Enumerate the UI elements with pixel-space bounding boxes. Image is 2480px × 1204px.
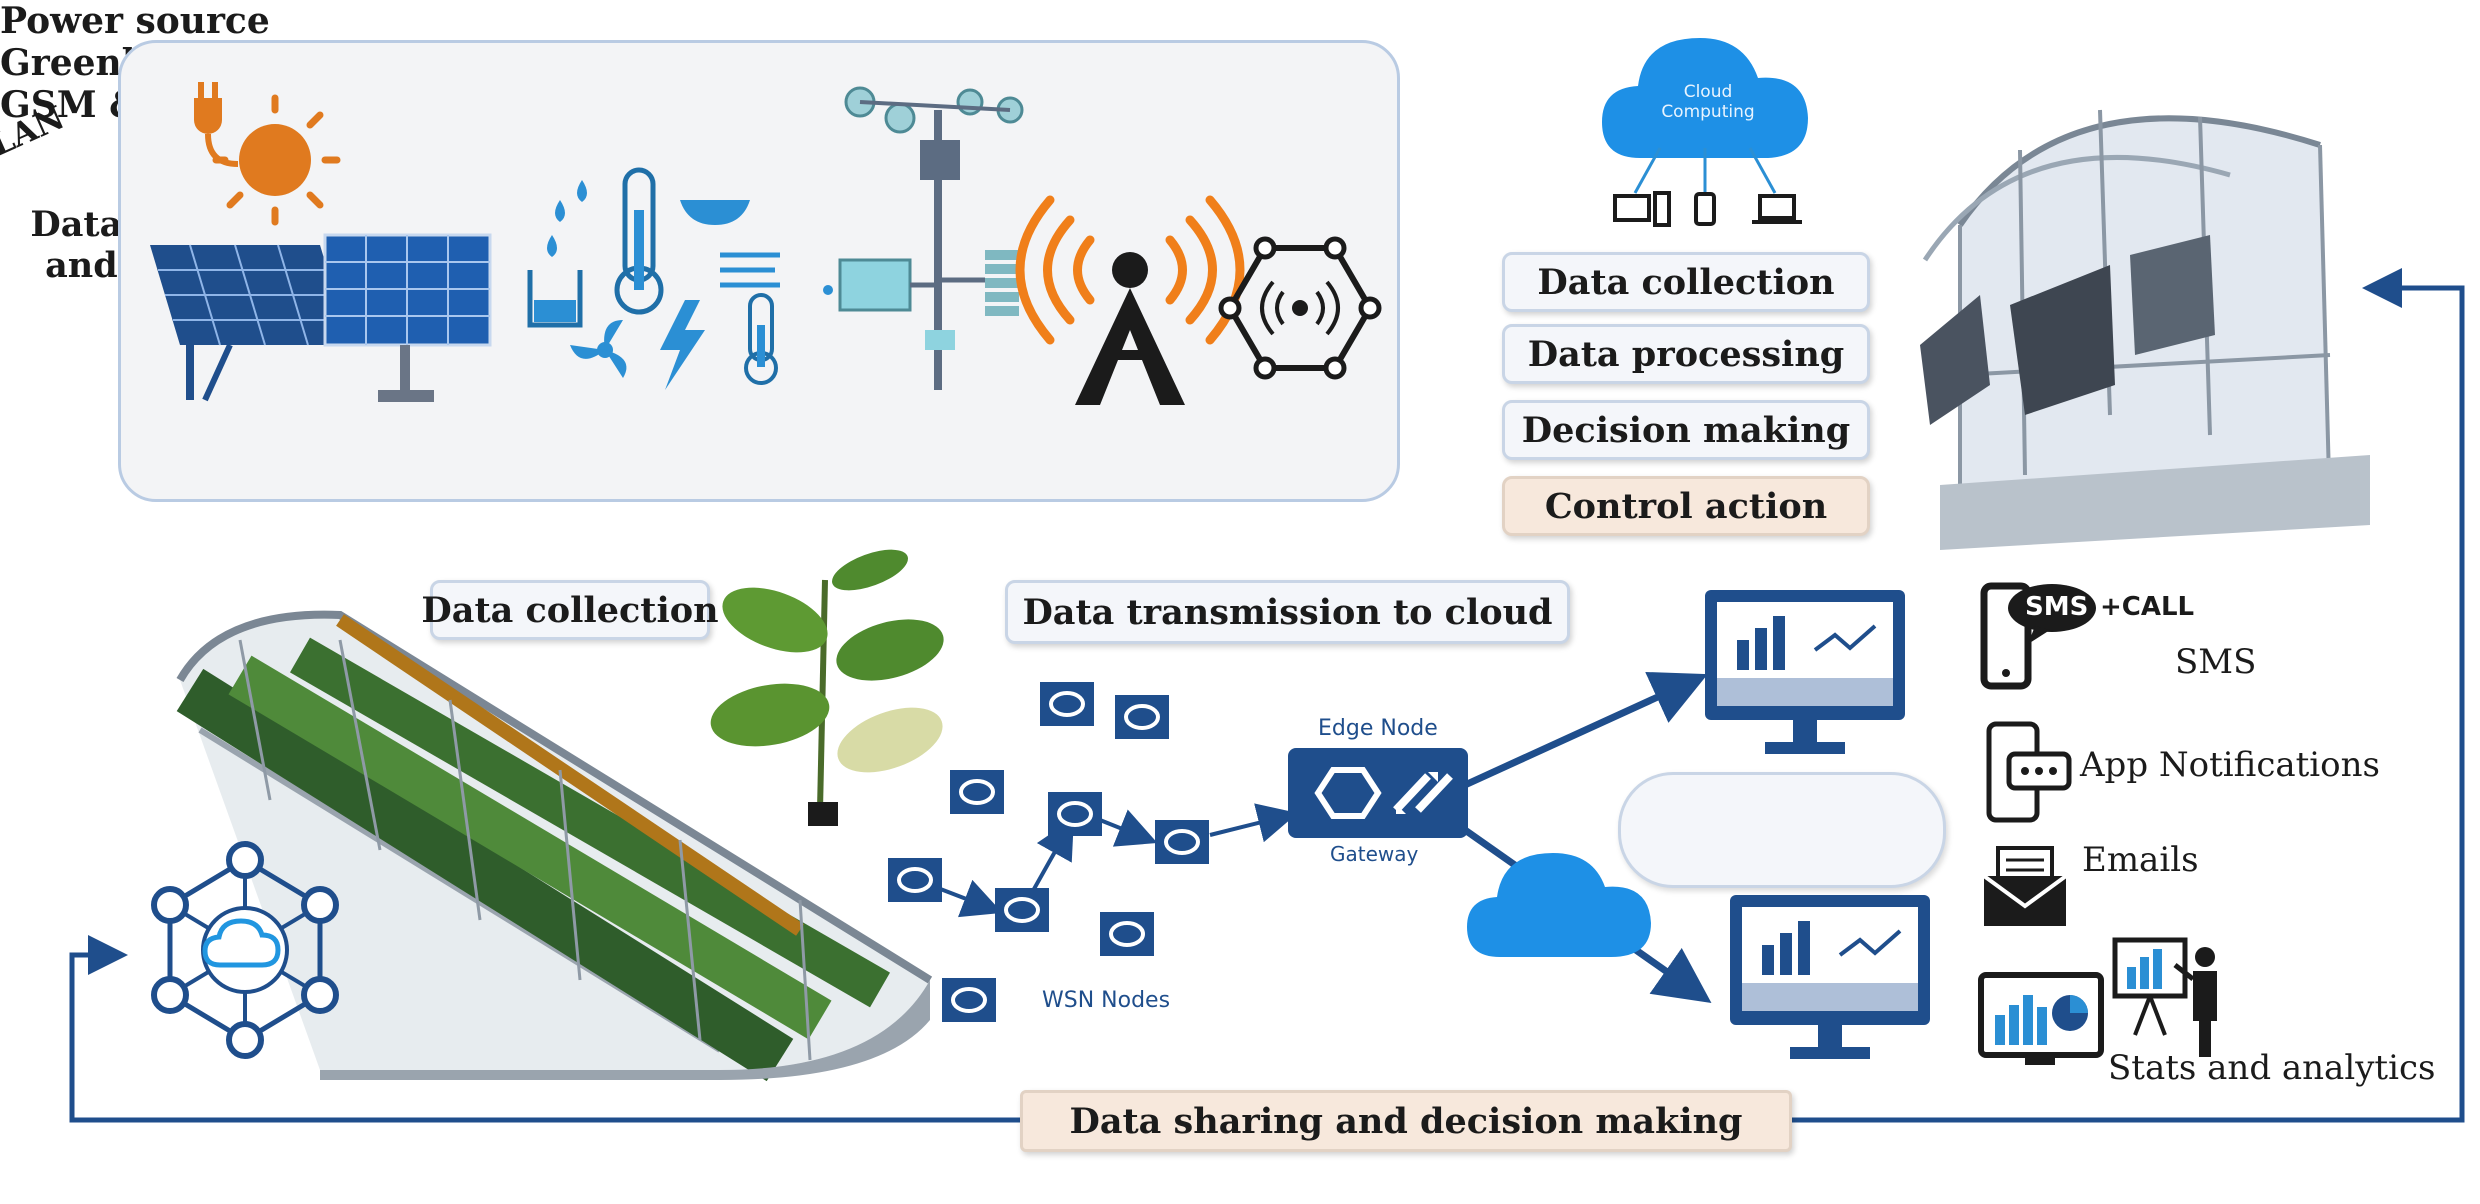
gsm-tower-icon (1015, 195, 1245, 405)
app-notifications-label: App Notifications (2080, 745, 2380, 785)
edge-node-label: Edge Node (1318, 716, 1438, 741)
solar-panel-icon (150, 233, 492, 402)
cloud-step-decision-making: Decision making (1502, 400, 1870, 460)
cloud-computing-icon (1602, 38, 1808, 158)
cloud-step-control-action: Control action (1502, 476, 1870, 536)
cloud-step-data-collection: Data collection (1502, 252, 1870, 312)
sms-call-icon (1980, 582, 2096, 690)
iot-network-icon (151, 841, 339, 1059)
data-collection-label: Data collection (421, 580, 719, 640)
sms-badge-text: SMS (2025, 592, 2089, 622)
sensor-cluster-icon (527, 167, 780, 390)
data-sharing-decision-bar: Data sharing and decision making (1020, 1090, 1792, 1152)
wsn-nodes-label: WSN Nodes (1042, 988, 1171, 1013)
cloud-computing-label: Cloud Computing (1661, 82, 1755, 122)
internet-cloud-icon (1467, 853, 1651, 957)
app-notification-icon (1986, 721, 2072, 823)
node-to-edge-arrow (1209, 803, 1298, 843)
email-icon (1982, 846, 2068, 926)
connected-devices-icon (1613, 147, 1802, 227)
edge-gateway-icon (1288, 748, 1468, 838)
field-greenhouse-image (176, 610, 933, 1082)
data-analysis-storage-box (1618, 772, 1946, 888)
sms-label: SMS (2175, 642, 2257, 682)
stats-analytics-label: Stats and analytics (2108, 1048, 2436, 1088)
data-transmission-label: Data transmission to cloud (1005, 580, 1570, 644)
iot-module-icon (1218, 236, 1382, 380)
monitor-lan-icon (1705, 590, 1905, 754)
greenhouse-structure-image (1920, 109, 2370, 550)
emails-label: Emails (2082, 840, 2199, 880)
wsn-network (888, 682, 1209, 1022)
sun-plug-icon (194, 82, 341, 226)
stats-analytics-icon (1978, 937, 2217, 1065)
monitor-internet-icon (1730, 895, 1930, 1059)
power-source-label: Power source (0, 0, 270, 42)
weather-station-icon (823, 86, 1024, 390)
call-badge-text: +CALL (2100, 592, 2195, 622)
wsn-node-icons (888, 682, 1209, 1022)
gateway-label: Gateway (1330, 842, 1419, 866)
plant-icon (710, 549, 944, 826)
cloud-step-data-processing: Data processing (1502, 324, 1870, 384)
